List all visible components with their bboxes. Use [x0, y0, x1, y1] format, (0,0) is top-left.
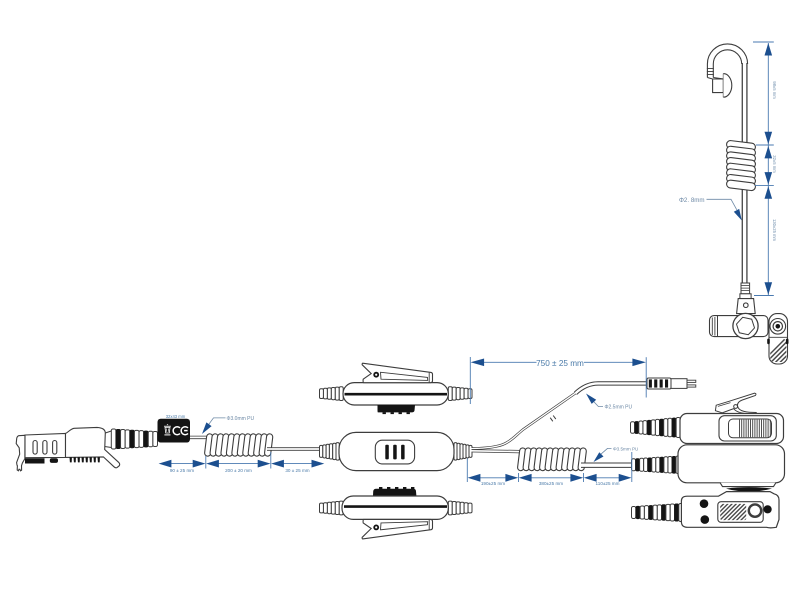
- svg-text:98±5 mm: 98±5 mm: [772, 81, 777, 99]
- svg-text:Φ3.5mm PU: Φ3.5mm PU: [613, 447, 638, 452]
- svg-text:Φ2.5mm PU: Φ2.5mm PU: [605, 405, 633, 411]
- svg-text:Φ3.0mm PU: Φ3.0mm PU: [227, 416, 255, 422]
- svg-text:Φ2. 8mm: Φ2. 8mm: [679, 197, 705, 204]
- svg-text:190±25 mm: 190±25 mm: [481, 481, 505, 486]
- svg-text:750 ± 25 mm: 750 ± 25 mm: [536, 359, 584, 368]
- svg-text:130±25 mm: 130±25 mm: [772, 219, 777, 242]
- svg-text:30 ± 25 mm: 30 ± 25 mm: [285, 468, 309, 473]
- svg-text:32x43 mm: 32x43 mm: [166, 414, 186, 419]
- svg-text:200 ± 20 mm: 200 ± 20 mm: [225, 468, 252, 473]
- svg-text:380±25 mm: 380±25 mm: [539, 481, 563, 486]
- svg-text:32±5 mm: 32±5 mm: [772, 155, 777, 173]
- svg-text:110±25 mm: 110±25 mm: [596, 481, 620, 486]
- svg-text:90 ± 25 mm: 90 ± 25 mm: [170, 468, 194, 473]
